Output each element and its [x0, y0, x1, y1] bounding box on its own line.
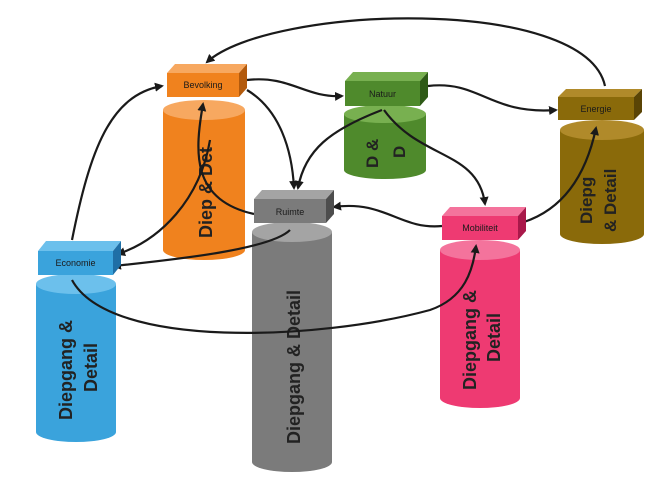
natuur-detail-text-1: D & [363, 139, 382, 168]
node-energie[interactable]: Energie [558, 89, 642, 120]
node-economie-label: Economie [55, 258, 95, 268]
cylinder-ruimte: Diepgang & Detail [252, 222, 332, 472]
node-energie-label: Energie [580, 104, 611, 114]
node-economie[interactable]: Economie [38, 241, 121, 275]
mobiliteit-detail-text-2: Detail [484, 313, 504, 362]
node-natuur-label: Natuur [369, 89, 396, 99]
cylinder-bevolking: Diep & Det [163, 100, 245, 260]
arrow-mobiliteit-ruimte [332, 201, 443, 228]
node-bevolking-label: Bevolking [183, 80, 222, 90]
arrow-bevolking-economie [116, 139, 212, 257]
node-bevolking[interactable]: Bevolking [167, 64, 247, 97]
mobiliteit-detail-text-1: Diepgang & [460, 290, 480, 390]
arrow-natuur-mobiliteit [383, 109, 489, 206]
cylinder-economie: Diepgang & Detail [36, 274, 116, 442]
node-ruimte[interactable]: Ruimte [254, 190, 334, 223]
economie-detail-text-1: Diepgang & [56, 320, 76, 420]
node-ruimte-label: Ruimte [276, 207, 305, 217]
energie-detail-text-1: Diepg [577, 177, 596, 224]
arrow-bevolking-natuur [246, 78, 344, 101]
arrow-ruimte-bevolking [197, 102, 255, 216]
node-natuur[interactable]: Natuur [345, 72, 428, 106]
arrow-energie-bevolking [205, 17, 607, 87]
arrow-natuur-energie [427, 84, 558, 116]
cylinder-natuur: D & D [344, 105, 426, 179]
arrow-economie-mobiliteit [71, 244, 480, 334]
arrow-economie-bevolking [70, 82, 164, 241]
node-mobiliteit[interactable]: Mobiliteit [442, 207, 526, 240]
arrow-mobiliteit-energie [523, 126, 599, 224]
natuur-detail-text-2: D [390, 146, 409, 158]
arrow-ruimte-economie [112, 229, 291, 270]
connections [70, 17, 607, 334]
cylinder-mobiliteit: Diepgang & Detail [440, 240, 520, 408]
ruimte-detail-text: Diepgang & Detail [284, 290, 304, 444]
energie-detail-text-2: & Detail [601, 169, 620, 232]
cylinder-energie: Diepg & Detail [560, 120, 644, 244]
arrow-bevolking-ruimte [246, 89, 299, 190]
economie-detail-text-2: Detail [81, 343, 101, 392]
arrow-natuur-ruimte [294, 108, 383, 190]
node-mobiliteit-label: Mobiliteit [462, 223, 498, 233]
